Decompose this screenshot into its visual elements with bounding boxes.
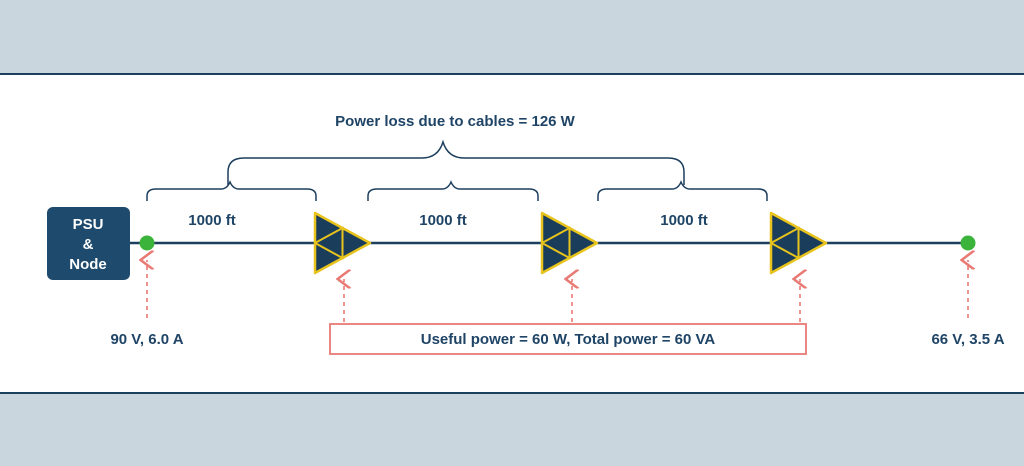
psu-ampersand: & xyxy=(83,236,94,253)
segment-brace-2 xyxy=(367,180,539,201)
amplifier-icon-1 xyxy=(313,211,372,275)
top-border xyxy=(0,73,1024,75)
segment-label-1: 1000 ft xyxy=(188,212,236,229)
segment-brace-3 xyxy=(597,180,768,201)
psu-label: PSU xyxy=(73,216,104,233)
source-node-dot xyxy=(139,235,155,251)
power-loss-title: Power loss due to cables = 126 W xyxy=(335,113,576,130)
node-label: Node xyxy=(69,256,107,273)
useful-power-box xyxy=(329,323,807,355)
psu-node-box xyxy=(47,207,130,280)
segment-label-2: 1000 ft xyxy=(419,212,467,229)
segment-label-3: 1000 ft xyxy=(660,212,708,229)
end-node-dot xyxy=(960,235,976,251)
amplifier-icon-2 xyxy=(540,211,599,275)
total-brace xyxy=(227,139,685,185)
end-reading: 66 V, 3.5 A xyxy=(931,331,1004,348)
source-reading: 90 V, 6.0 A xyxy=(110,331,183,348)
amplifier-icon-3 xyxy=(769,211,828,275)
useful-power-label: Useful power = 60 W, Total power = 60 VA xyxy=(421,331,716,348)
segment-brace-1 xyxy=(146,180,317,201)
bottom-border xyxy=(0,392,1024,394)
